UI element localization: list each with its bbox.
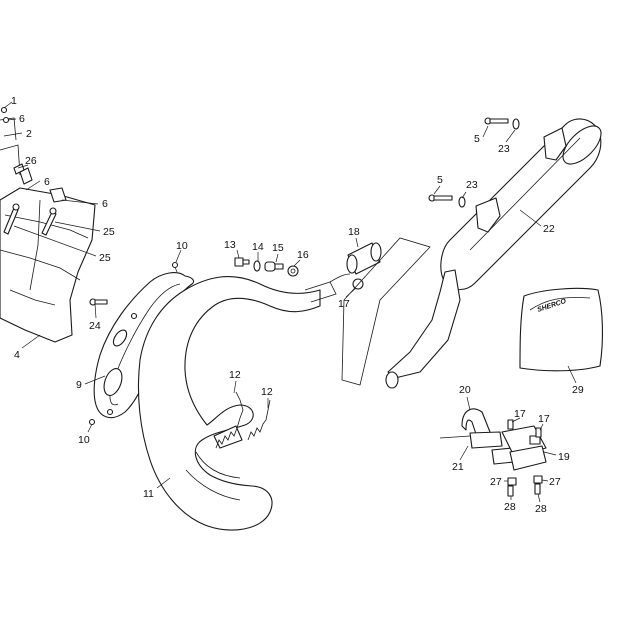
silencer-part-22 bbox=[341, 118, 602, 389]
hose-part-21 bbox=[439, 431, 515, 465]
callout-20: 20 bbox=[459, 384, 471, 396]
screw-part-28b bbox=[534, 483, 541, 495]
screw-part-28a bbox=[507, 485, 514, 497]
washer-part-23b bbox=[458, 196, 466, 208]
callout-labels: 1 2 4 5 5 6 6 6 9 10 10 11 12 12 13 14 1… bbox=[11, 95, 584, 515]
washer-part-23a bbox=[512, 118, 520, 130]
callout-13: 13 bbox=[224, 239, 236, 251]
callout-1: 1 bbox=[11, 95, 17, 107]
callout-25a: 25 bbox=[103, 226, 115, 238]
bolt-part-24 bbox=[89, 298, 108, 306]
screw-part-17b bbox=[507, 419, 514, 430]
spring-part-12a bbox=[215, 391, 244, 449]
leader-lines bbox=[3, 101, 577, 503]
callout-5a: 5 bbox=[474, 133, 480, 145]
coupler-part-18 bbox=[346, 242, 382, 275]
callout-28b: 28 bbox=[535, 503, 547, 515]
callout-6c: 6 bbox=[102, 198, 108, 210]
callout-6b: 6 bbox=[44, 176, 50, 188]
clip-part-26 bbox=[13, 163, 25, 175]
callout-17a: 17 bbox=[338, 298, 350, 310]
callout-12b: 12 bbox=[261, 386, 273, 398]
callout-25b: 25 bbox=[99, 252, 111, 264]
callout-11: 11 bbox=[143, 488, 154, 500]
bolt-part-13 bbox=[234, 257, 250, 267]
callout-2: 2 bbox=[26, 128, 32, 140]
callout-29: 29 bbox=[572, 384, 584, 396]
callout-27a: 27 bbox=[490, 476, 502, 488]
callout-27b: 27 bbox=[549, 476, 561, 488]
callout-10a: 10 bbox=[176, 240, 188, 252]
screw-part-10b bbox=[88, 418, 96, 426]
callout-26: 26 bbox=[25, 155, 37, 167]
washer-part-6a bbox=[2, 116, 10, 124]
spacer-part-27b bbox=[533, 475, 543, 484]
callout-23a: 23 bbox=[498, 143, 510, 155]
callout-22: 22 bbox=[543, 223, 555, 235]
bolt-part-5a bbox=[484, 117, 509, 125]
spacer-part-27a bbox=[507, 477, 517, 486]
callout-6a: 6 bbox=[19, 113, 25, 125]
spacer-part-15 bbox=[264, 261, 284, 272]
callout-4: 4 bbox=[14, 349, 20, 361]
callout-21: 21 bbox=[452, 461, 464, 473]
callout-10b: 10 bbox=[78, 434, 90, 446]
callout-18: 18 bbox=[348, 226, 360, 238]
screw-part-1 bbox=[0, 106, 8, 114]
callout-14: 14 bbox=[252, 241, 264, 253]
callout-5b: 5 bbox=[437, 174, 443, 186]
bolt-part-5b bbox=[428, 194, 453, 202]
callout-12a: 12 bbox=[229, 369, 241, 381]
packing-bag-part-29: SHERCO bbox=[519, 287, 604, 372]
spring-part-12b bbox=[247, 399, 271, 441]
washer-part-14 bbox=[253, 260, 261, 272]
callout-23b: 23 bbox=[466, 179, 478, 191]
callout-19: 19 bbox=[558, 451, 570, 463]
callout-16: 16 bbox=[297, 249, 309, 261]
callout-17c: 17 bbox=[538, 413, 550, 425]
screw-part-17c bbox=[535, 427, 542, 438]
callout-24: 24 bbox=[89, 320, 101, 332]
callout-15: 15 bbox=[272, 242, 284, 254]
callout-28a: 28 bbox=[504, 501, 516, 513]
screw-part-10a bbox=[171, 261, 179, 273]
nut-part-16 bbox=[287, 265, 299, 277]
valve-body-part-19 bbox=[501, 425, 547, 471]
bolt-part-25b bbox=[3, 203, 20, 235]
bolt-part-25a bbox=[41, 207, 57, 236]
callout-9: 9 bbox=[76, 379, 82, 391]
callout-17b: 17 bbox=[514, 408, 526, 420]
exhaust-pipe-part-11 bbox=[137, 273, 351, 531]
